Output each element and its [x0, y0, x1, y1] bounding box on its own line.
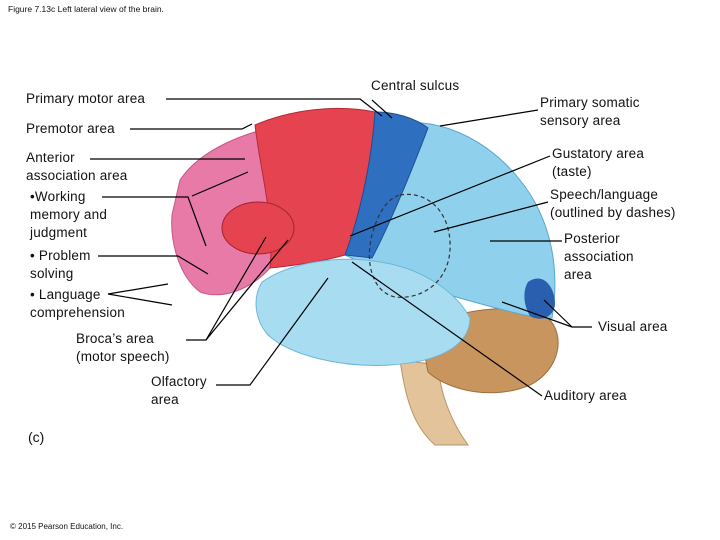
leader-primary-motor	[166, 98, 383, 117]
panel-letter: (c)	[28, 429, 45, 445]
leader-speech	[433, 201, 549, 233]
label-primary-motor-area: Primary motor area	[26, 91, 146, 106]
leader-working-memory	[102, 196, 207, 247]
leader-lines	[90, 98, 592, 397]
figure-caption: Figure 7.13c Left lateral view of the br…	[8, 4, 164, 14]
label-premotor-area: Premotor area	[26, 121, 115, 136]
label-speech-language: Speech/language (outlined by dashes)	[550, 187, 676, 220]
label-anterior-association-area: Anterior association area	[26, 150, 128, 183]
leader-olfactory	[216, 277, 329, 386]
leader-language-1	[107, 283, 169, 295]
leader-gustatory	[349, 155, 551, 237]
leader-broca-2	[205, 239, 289, 341]
label-problem-solving: • Problem solving	[30, 248, 91, 281]
leader-visual-2	[543, 299, 573, 328]
label-gustatory-area: Gustatory area (taste)	[552, 146, 645, 179]
temporal-lobe	[255, 258, 471, 366]
label-olfactory-area: Olfactory area	[151, 374, 207, 407]
leader-primary-somatic	[439, 109, 539, 127]
leader-language-2	[107, 293, 173, 306]
speech-dashed-outline	[368, 193, 451, 298]
label-primary-somatic-sensory-area: Primary somatic sensory area	[540, 95, 640, 128]
label-visual-area: Visual area	[598, 319, 668, 334]
label-brocas-area: Broca’s area (motor speech)	[76, 331, 170, 364]
leader-problem-solving	[98, 255, 209, 275]
label-working-memory: •Working memory and judgment	[30, 189, 108, 240]
label-posterior-association-area: Posterior association area	[564, 231, 634, 282]
leader-central-sulcus	[371, 99, 393, 119]
visual-area	[524, 278, 555, 319]
leader-premotor	[130, 123, 253, 130]
brainstem	[399, 359, 469, 446]
sensory-strip	[344, 111, 429, 259]
label-central-sulcus: Central sulcus	[371, 78, 460, 93]
broca-region	[221, 201, 295, 255]
leader-anterior-assoc-2	[191, 171, 249, 197]
label-auditory-area: Auditory area	[544, 388, 627, 403]
leader-auditory	[351, 261, 543, 397]
copyright-notice: © 2015 Pearson Education, Inc.	[10, 522, 124, 531]
label-language-comprehension: • Language comprehension	[30, 287, 125, 320]
